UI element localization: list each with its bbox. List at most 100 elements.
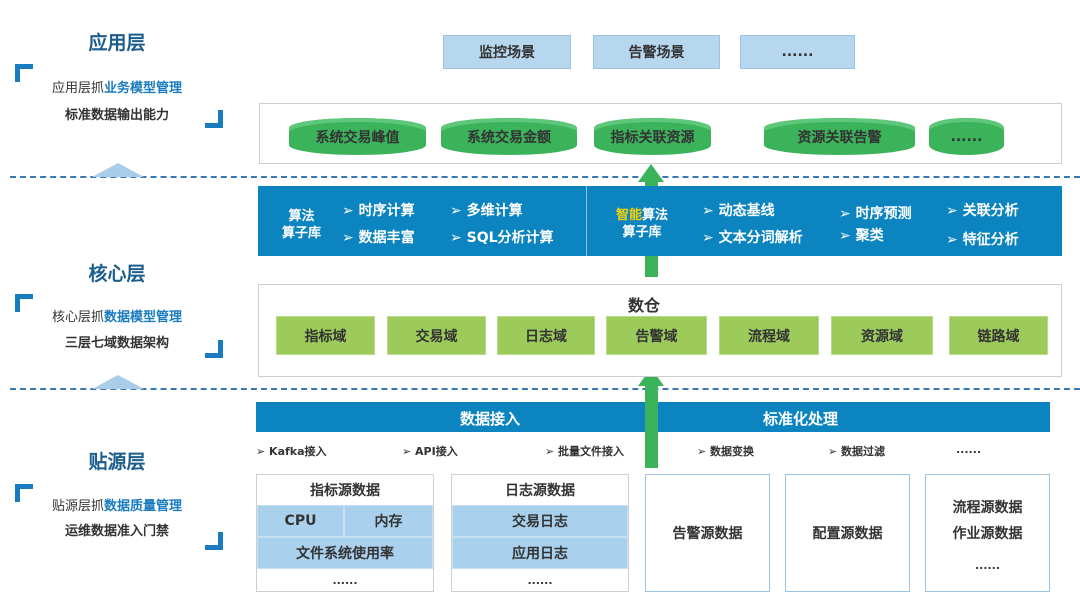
algo-item: ➢ 聚类 xyxy=(839,228,884,244)
item-label: 特征分析 xyxy=(962,232,1019,248)
processing-item: ➢ 数据过滤 xyxy=(828,445,886,458)
item-label: 文本分词解析 xyxy=(718,230,803,246)
scene-monitor: 监控场景 xyxy=(443,35,571,69)
item-label: 批量文件接入 xyxy=(558,445,625,458)
source-cell: 内存 xyxy=(344,505,433,537)
desc-prefix: 贴源层抓 xyxy=(51,499,104,514)
flow-arrow-icon xyxy=(638,164,664,182)
algo-item: ➢ 多维计算 xyxy=(450,203,523,219)
domain-box: 指标域 xyxy=(276,316,375,355)
app-layer-desc2: 标准数据输出能力 xyxy=(64,108,169,123)
item-label: 聚类 xyxy=(855,228,884,244)
source-layer-desc: 贴源层抓数据质量管理 xyxy=(0,495,234,514)
source-title: 指标源数据 xyxy=(310,483,380,499)
bracket-icon xyxy=(205,110,223,128)
domain-box: 交易域 xyxy=(387,316,486,355)
domain-box: 资源域 xyxy=(831,316,933,355)
source-cell: 交易日志 xyxy=(452,505,628,537)
algo-item: ➢ 时序预测 xyxy=(839,206,912,222)
layer-divider xyxy=(10,388,1080,390)
source-line: 作业源数据 xyxy=(952,526,1023,542)
algo-item: ➢ 动态基线 xyxy=(702,203,775,219)
core-layer-desc2: 三层七域数据架构 xyxy=(64,336,169,351)
item-label: 关联分析 xyxy=(962,203,1019,219)
resource-cylinder: 指标关联资源 xyxy=(594,118,711,155)
title-rest: 算法 xyxy=(642,208,669,223)
scene-alert: 告警场景 xyxy=(593,35,720,69)
source-more: ...... xyxy=(332,573,358,587)
source-more: ...... xyxy=(974,559,1001,572)
desc-prefix: 应用层抓 xyxy=(51,81,104,96)
warehouse-title: 数仓 xyxy=(628,296,661,315)
bracket-icon xyxy=(15,64,33,82)
item-label: ...... xyxy=(956,443,982,456)
bracket-icon xyxy=(15,484,33,502)
app-layer-title: 应用层 xyxy=(88,32,146,54)
bracket-icon xyxy=(205,532,223,550)
algo-item: ➢ 文本分词解析 xyxy=(702,230,803,246)
data-ingest-label: 数据接入 xyxy=(460,410,521,428)
algo-right-title: 智能算法算子库 xyxy=(616,207,668,241)
processing-item: ➢ API接入 xyxy=(402,445,458,458)
algo-item: ➢ 关联分析 xyxy=(946,203,1019,219)
algo-item: ➢ 特征分析 xyxy=(946,232,1019,248)
config-source-box: 配置源数据 xyxy=(785,474,910,592)
processing-item: ➢ 批量文件接入 xyxy=(545,445,625,458)
source-layer-desc2: 运维数据准入门禁 xyxy=(64,524,169,539)
processing-item: ➢ 数据变换 xyxy=(697,445,755,458)
resource-cylinder: 资源关联告警 xyxy=(764,118,915,155)
source-line: 流程源数据 xyxy=(952,500,1023,516)
source-layer-title: 贴源层 xyxy=(88,451,146,473)
desc-prefix: 核心层抓 xyxy=(51,310,104,325)
scene-more: ...... xyxy=(740,35,855,69)
title-highlight: 智能 xyxy=(616,208,643,223)
item-label: 动态基线 xyxy=(718,203,775,219)
resource-cylinder: ...... xyxy=(929,118,1004,155)
resource-cylinder: 系统交易金额 xyxy=(441,118,577,155)
item-label: 数据过滤 xyxy=(841,445,886,458)
band-divider xyxy=(586,186,587,256)
processing-item: ➢ Kafka接入 xyxy=(256,445,327,458)
item-label: 多维计算 xyxy=(466,203,523,219)
item-label: 数据丰富 xyxy=(358,230,415,246)
domain-box: 告警域 xyxy=(606,316,707,355)
domain-box: 流程域 xyxy=(719,316,819,355)
source-cell: 应用日志 xyxy=(452,537,628,569)
item-label: 时序预测 xyxy=(855,206,912,222)
bracket-icon xyxy=(205,340,223,358)
standardize-label: 标准化处理 xyxy=(763,410,839,428)
algorithm-band xyxy=(258,186,1062,256)
item-label: API接入 xyxy=(415,445,458,458)
title-line: 算子库 xyxy=(282,226,322,241)
metric-source-box: 指标源数据 CPU 内存 文件系统使用率 ...... xyxy=(256,474,434,592)
item-label: Kafka接入 xyxy=(269,445,327,458)
title-line: 算子库 xyxy=(622,225,662,240)
flow-source-box: 流程源数据 作业源数据 ...... xyxy=(925,474,1050,592)
source-more: ...... xyxy=(527,573,553,587)
desc-highlight: 数据质量管理 xyxy=(104,499,183,514)
domain-box: 链路域 xyxy=(949,316,1048,355)
source-title: 日志源数据 xyxy=(505,483,575,499)
processing-item: ...... xyxy=(956,443,981,456)
layer-divider xyxy=(10,176,1080,178)
item-label: 时序计算 xyxy=(358,203,415,219)
app-layer-desc: 应用层抓业务模型管理 xyxy=(0,77,234,96)
up-arrow-icon xyxy=(92,163,144,177)
algo-item: ➢ 时序计算 xyxy=(342,203,415,219)
desc-highlight: 数据模型管理 xyxy=(104,310,183,325)
item-label: SQL分析计算 xyxy=(466,230,554,246)
resource-cylinder: 系统交易峰值 xyxy=(289,118,426,155)
source-cell: 文件系统使用率 xyxy=(257,537,433,569)
up-arrow-icon xyxy=(92,375,144,389)
core-layer-desc: 核心层抓数据模型管理 xyxy=(0,306,234,325)
source-cell: CPU xyxy=(257,505,344,537)
flow-arrow-shaft xyxy=(645,402,658,468)
domain-box: 日志域 xyxy=(497,316,595,355)
title-line: 算法 xyxy=(288,209,315,224)
algo-left-title: 算法算子库 xyxy=(282,208,321,242)
alert-source-box: 告警源数据 xyxy=(645,474,770,592)
algo-item: ➢ 数据丰富 xyxy=(342,230,415,246)
bracket-icon xyxy=(15,294,33,312)
log-source-box: 日志源数据 交易日志 应用日志 ...... xyxy=(451,474,629,592)
algo-item: ➢ SQL分析计算 xyxy=(450,230,554,246)
